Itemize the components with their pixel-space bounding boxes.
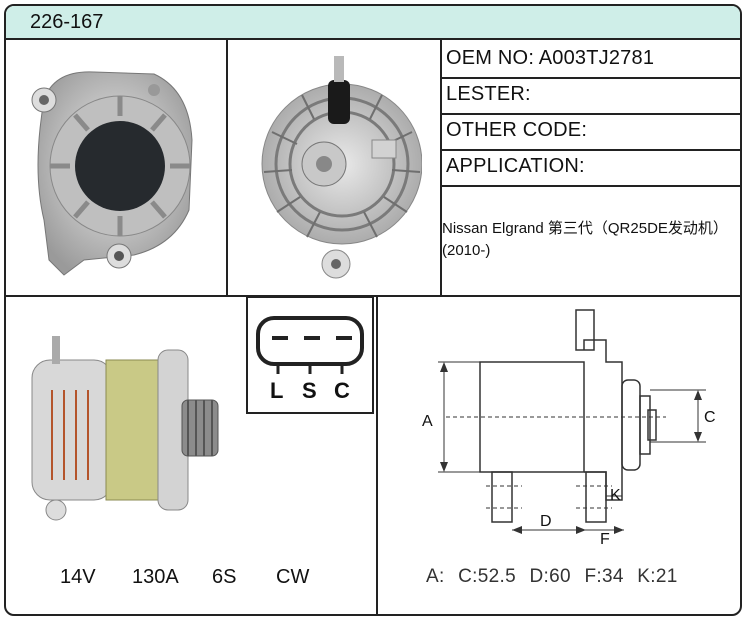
label-c: C <box>704 409 716 426</box>
lester-row: LESTER: <box>440 77 736 114</box>
lester-label: LESTER: <box>446 83 531 105</box>
dimension-drawing: A C D F K <box>422 309 716 548</box>
alternator-side-photo <box>31 336 219 521</box>
amperage-rating: 130A <box>132 566 179 588</box>
connector-c-label: C <box>334 378 350 403</box>
alternator-rear-photo <box>261 56 422 279</box>
connector-s-label: S <box>302 378 317 403</box>
divider <box>6 295 740 297</box>
dimension-k: K:21 <box>637 566 678 587</box>
voltage-rating: 14V <box>60 566 96 588</box>
divider <box>440 77 740 79</box>
label-a: A <box>422 413 433 430</box>
dimension-f: F:34 <box>584 566 624 587</box>
connector-diagram: L S C <box>246 296 374 414</box>
divider <box>440 113 740 115</box>
divider <box>440 149 740 151</box>
label-d: D <box>540 513 552 530</box>
header-bar: 226-167 <box>6 6 740 40</box>
pulley-type: 6S <box>212 566 237 588</box>
divider <box>440 185 740 187</box>
application-row: APPLICATION: <box>440 149 736 186</box>
other-code-row: OTHER CODE: <box>440 113 736 150</box>
rotation-direction: CW <box>276 566 310 588</box>
alternator-front-photo <box>31 71 193 276</box>
dimension-d: D:60 <box>529 566 571 587</box>
label-k: K <box>610 487 621 504</box>
dimension-c: C:52.5 <box>458 566 516 587</box>
application-years: (2010-) <box>442 242 491 259</box>
part-number: 226-167 <box>30 11 104 33</box>
oem-number: OEM NO: A003TJ2781 <box>446 47 655 69</box>
application-vehicle: Nissan Elgrand 第三代（QR25DE发动机） <box>442 220 728 237</box>
divider <box>440 40 442 296</box>
connector-plug-icon <box>256 316 364 374</box>
divider <box>376 295 378 614</box>
connector-l-label: L <box>270 378 284 403</box>
application-label: APPLICATION: <box>446 155 585 177</box>
label-f: F <box>600 531 610 548</box>
other-code-label: OTHER CODE: <box>446 119 588 141</box>
oem-number-row: OEM NO: A003TJ2781 <box>440 41 736 78</box>
dimension-a: A: <box>426 566 445 587</box>
divider <box>226 40 228 296</box>
dimension-values: A: C:52.5 D:60 F:34 K:21 <box>426 566 686 588</box>
application-text: Nissan Elgrand 第三代（QR25DE发动机） (2010-) <box>442 218 736 262</box>
